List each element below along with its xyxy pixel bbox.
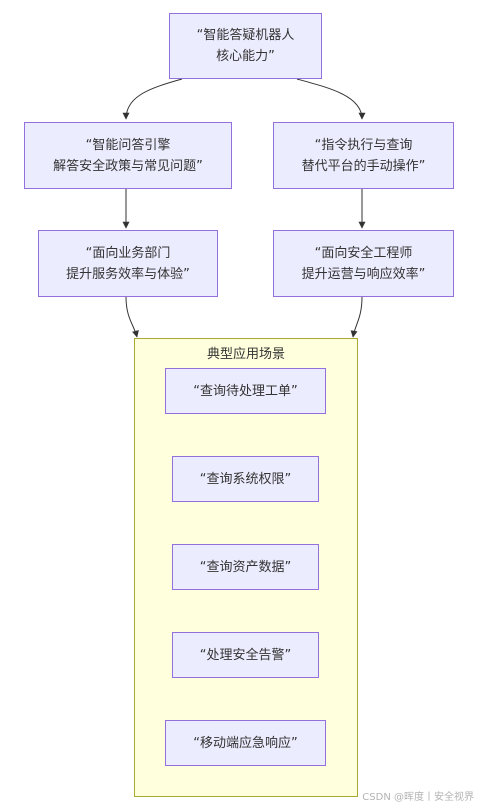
scenario-item: “查询待处理工单” — [165, 368, 326, 414]
edge-root-to-qa-engine — [122, 78, 183, 120]
cluster-title: 典型应用场景 — [206, 347, 285, 362]
edge-security-eng-to-cluster — [350, 296, 363, 338]
edge-business-dept-to-cluster — [125, 296, 139, 338]
scenario-item-label: “移动端应急响应” — [193, 735, 298, 751]
node-command-exec-line1: “指令执行与查询 — [314, 137, 413, 153]
node-security-eng: “面向安全工程师 提升运营与响应效率” — [273, 230, 454, 297]
scenario-item: “查询系统权限” — [172, 456, 319, 502]
node-business-dept-line1: “面向业务部门 — [85, 245, 171, 261]
node-root-line1: “智能答疑机器人 — [196, 28, 295, 43]
watermark: CSDN @晖度丨安全视界 — [362, 792, 474, 803]
node-business-dept-line2: 提升服务效率与体验” — [66, 266, 190, 282]
node-root: “智能答疑机器人 核心能力” — [169, 13, 322, 79]
scenario-item-label: “处理安全告警” — [199, 647, 292, 663]
node-security-eng-line2: 提升运营与响应效率” — [301, 266, 426, 282]
scenario-item: “处理安全告警” — [172, 632, 319, 678]
node-root-line2: 核心能力” — [216, 49, 275, 64]
scenario-item-label: “查询系统权限” — [199, 471, 292, 487]
node-command-exec-line2: 替代平台的手动操作” — [301, 158, 426, 174]
scenario-item-label: “查询待处理工单” — [193, 383, 298, 399]
node-qa-engine: “智能问答引擎 解答安全政策与常见问题” — [24, 122, 232, 189]
node-security-eng-line1: “面向安全工程师 — [314, 245, 413, 261]
scenario-item: “移动端应急响应” — [165, 720, 326, 766]
node-qa-engine-line1: “智能问答引擎 — [85, 137, 171, 153]
node-command-exec: “指令执行与查询 替代平台的手动操作” — [273, 122, 454, 189]
node-qa-engine-line2: 解答安全政策与常见问题” — [53, 158, 203, 174]
scenario-item-label: “查询资产数据” — [199, 559, 292, 575]
node-business-dept: “面向业务部门 提升服务效率与体验” — [38, 230, 218, 297]
edge-root-to-command-exec — [296, 78, 366, 120]
scenario-item: “查询资产数据” — [172, 544, 319, 590]
